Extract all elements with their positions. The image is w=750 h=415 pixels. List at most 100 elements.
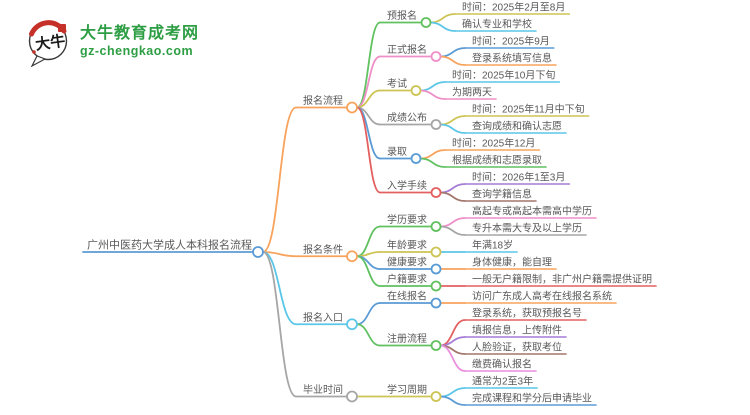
- node-circle[interactable]: [430, 297, 442, 309]
- topic-label[interactable]: 健康要求: [387, 256, 427, 269]
- node-circle[interactable]: [430, 51, 442, 62]
- leaf-label[interactable]: 专升本需大专及以上学历: [472, 222, 582, 235]
- topic-label[interactable]: 年龄要求: [387, 239, 427, 252]
- edge: [419, 149, 446, 160]
- edges: [262, 13, 466, 406]
- leaf-label[interactable]: 填报信息，上传附件: [472, 324, 562, 337]
- node-circle[interactable]: [430, 221, 442, 232]
- node-circle[interactable]: [410, 153, 422, 164]
- edge: [356, 106, 381, 194]
- leaf-label[interactable]: 登录系统填写信息: [472, 52, 552, 65]
- edge: [429, 21, 456, 32]
- edge: [356, 302, 381, 326]
- edge: [262, 106, 297, 253]
- edge: [439, 217, 466, 228]
- leaf-label[interactable]: 时间：2025年9月: [472, 35, 550, 48]
- edge: [419, 81, 446, 92]
- leaf-label[interactable]: 查询学籍信息: [472, 188, 532, 201]
- leaf-label[interactable]: 时间：2025年2月至8月: [462, 1, 565, 14]
- underlines: [82, 13, 657, 406]
- leaf-label[interactable]: 确认专业和学校: [462, 18, 532, 31]
- edge: [439, 123, 466, 134]
- edge: [262, 251, 297, 398]
- leaf-label[interactable]: 访问广东成人高考在线报名系统: [472, 290, 612, 303]
- root-label[interactable]: 广州中医药大学成人本科报名流程: [87, 238, 252, 252]
- edge: [262, 251, 297, 326]
- leaf-label[interactable]: 时间：2026年1至3月: [472, 171, 565, 184]
- branch-label[interactable]: 毕业时间: [303, 383, 343, 396]
- leaf-label[interactable]: 时间：2025年12月: [452, 137, 535, 150]
- leaf-label[interactable]: 为期两天: [452, 87, 492, 99]
- leaf-label[interactable]: 通常为2至3年: [472, 375, 533, 388]
- logo-seal-icon: [58, 24, 66, 32]
- topic-label[interactable]: 户籍要求: [387, 273, 427, 286]
- topic-label[interactable]: 入学手续: [387, 179, 427, 192]
- logo: 大牛 大牛教育成考网 gz-chengkao.com: [26, 16, 199, 68]
- edge: [439, 344, 466, 372]
- edge: [356, 323, 381, 347]
- node-circle[interactable]: [420, 17, 432, 28]
- topic-label[interactable]: 成绩公布: [387, 111, 427, 124]
- topic-label[interactable]: 录取: [387, 146, 407, 158]
- node-circle[interactable]: [252, 246, 264, 258]
- logo-bubble-tail: [30, 55, 47, 68]
- topic-label[interactable]: 学历要求: [387, 213, 427, 226]
- topic-label[interactable]: 正式报名: [387, 43, 427, 56]
- leaf-label[interactable]: 时间：2025年11月中下旬: [472, 103, 585, 116]
- topic-label[interactable]: 注册流程: [387, 332, 427, 345]
- topic-label[interactable]: 预报名: [387, 9, 417, 22]
- node-circle[interactable]: [346, 101, 358, 114]
- daniu-logo-icon: 大牛: [26, 16, 72, 68]
- brand-domain: gz-chengkao.com: [80, 43, 194, 58]
- topic-label[interactable]: 学习周期: [387, 383, 427, 396]
- node-circle[interactable]: [430, 263, 442, 275]
- edge: [356, 55, 381, 109]
- node-circle[interactable]: [430, 187, 442, 198]
- edge: [356, 21, 381, 109]
- node-circle[interactable]: [430, 119, 442, 130]
- edge: [439, 115, 466, 126]
- edge: [429, 13, 456, 24]
- node-circle[interactable]: [346, 318, 358, 331]
- edge: [439, 336, 466, 347]
- node-circle[interactable]: [410, 85, 422, 96]
- labels: 广州中医药大学成人本科报名流程 报名流程 预报名 时间：2025年2月至8月确认专业和…: [87, 1, 652, 405]
- node-circle[interactable]: [430, 246, 442, 258]
- logo-mark-text: 大牛: [34, 32, 66, 54]
- branch-label[interactable]: 报名流程: [303, 94, 343, 107]
- edge: [439, 55, 466, 66]
- edge: [439, 191, 466, 202]
- node-circle[interactable]: [430, 391, 442, 402]
- edge: [439, 395, 466, 406]
- node-circle[interactable]: [430, 280, 442, 292]
- leaf-label[interactable]: 登录系统，获取预报名号: [472, 307, 582, 320]
- leaf-label[interactable]: 缴费确认报名: [472, 358, 532, 371]
- edge: [356, 255, 381, 287]
- leaf-label[interactable]: 时间：2025年10月下旬: [452, 69, 555, 82]
- topic-label[interactable]: 考试: [387, 77, 407, 90]
- topic-label[interactable]: 在线报名: [387, 290, 427, 303]
- edge: [439, 387, 466, 398]
- node-circle[interactable]: [430, 340, 442, 351]
- branch-label[interactable]: 报名条件: [303, 243, 343, 256]
- brand-name: 大牛教育成考网: [80, 25, 200, 43]
- edge: [439, 225, 466, 236]
- edge: [262, 251, 297, 258]
- node-circle[interactable]: [346, 250, 358, 263]
- leaf-label[interactable]: 人脸验证，获取考位: [472, 341, 562, 354]
- leaf-label[interactable]: 高起专或高起本需高中学历: [472, 205, 592, 218]
- leaf-label[interactable]: 年满18岁: [472, 239, 513, 252]
- leaf-label[interactable]: 身体健康，能自理: [472, 256, 552, 269]
- branch-label[interactable]: 报名入口: [303, 311, 343, 324]
- leaf-label[interactable]: 根据成绩和志愿录取: [452, 154, 542, 167]
- edge: [419, 89, 446, 100]
- leaf-label[interactable]: 一般无户籍限制，非广州户籍需提供证明: [472, 273, 652, 286]
- node-circle[interactable]: [346, 390, 358, 403]
- edge: [439, 47, 466, 58]
- circles: [252, 17, 442, 403]
- leaf-label[interactable]: 查询成绩和确认志愿: [472, 120, 562, 133]
- edge: [439, 183, 466, 194]
- leaf-label[interactable]: 完成课程和学分后申请毕业: [472, 392, 592, 405]
- edge: [419, 157, 446, 168]
